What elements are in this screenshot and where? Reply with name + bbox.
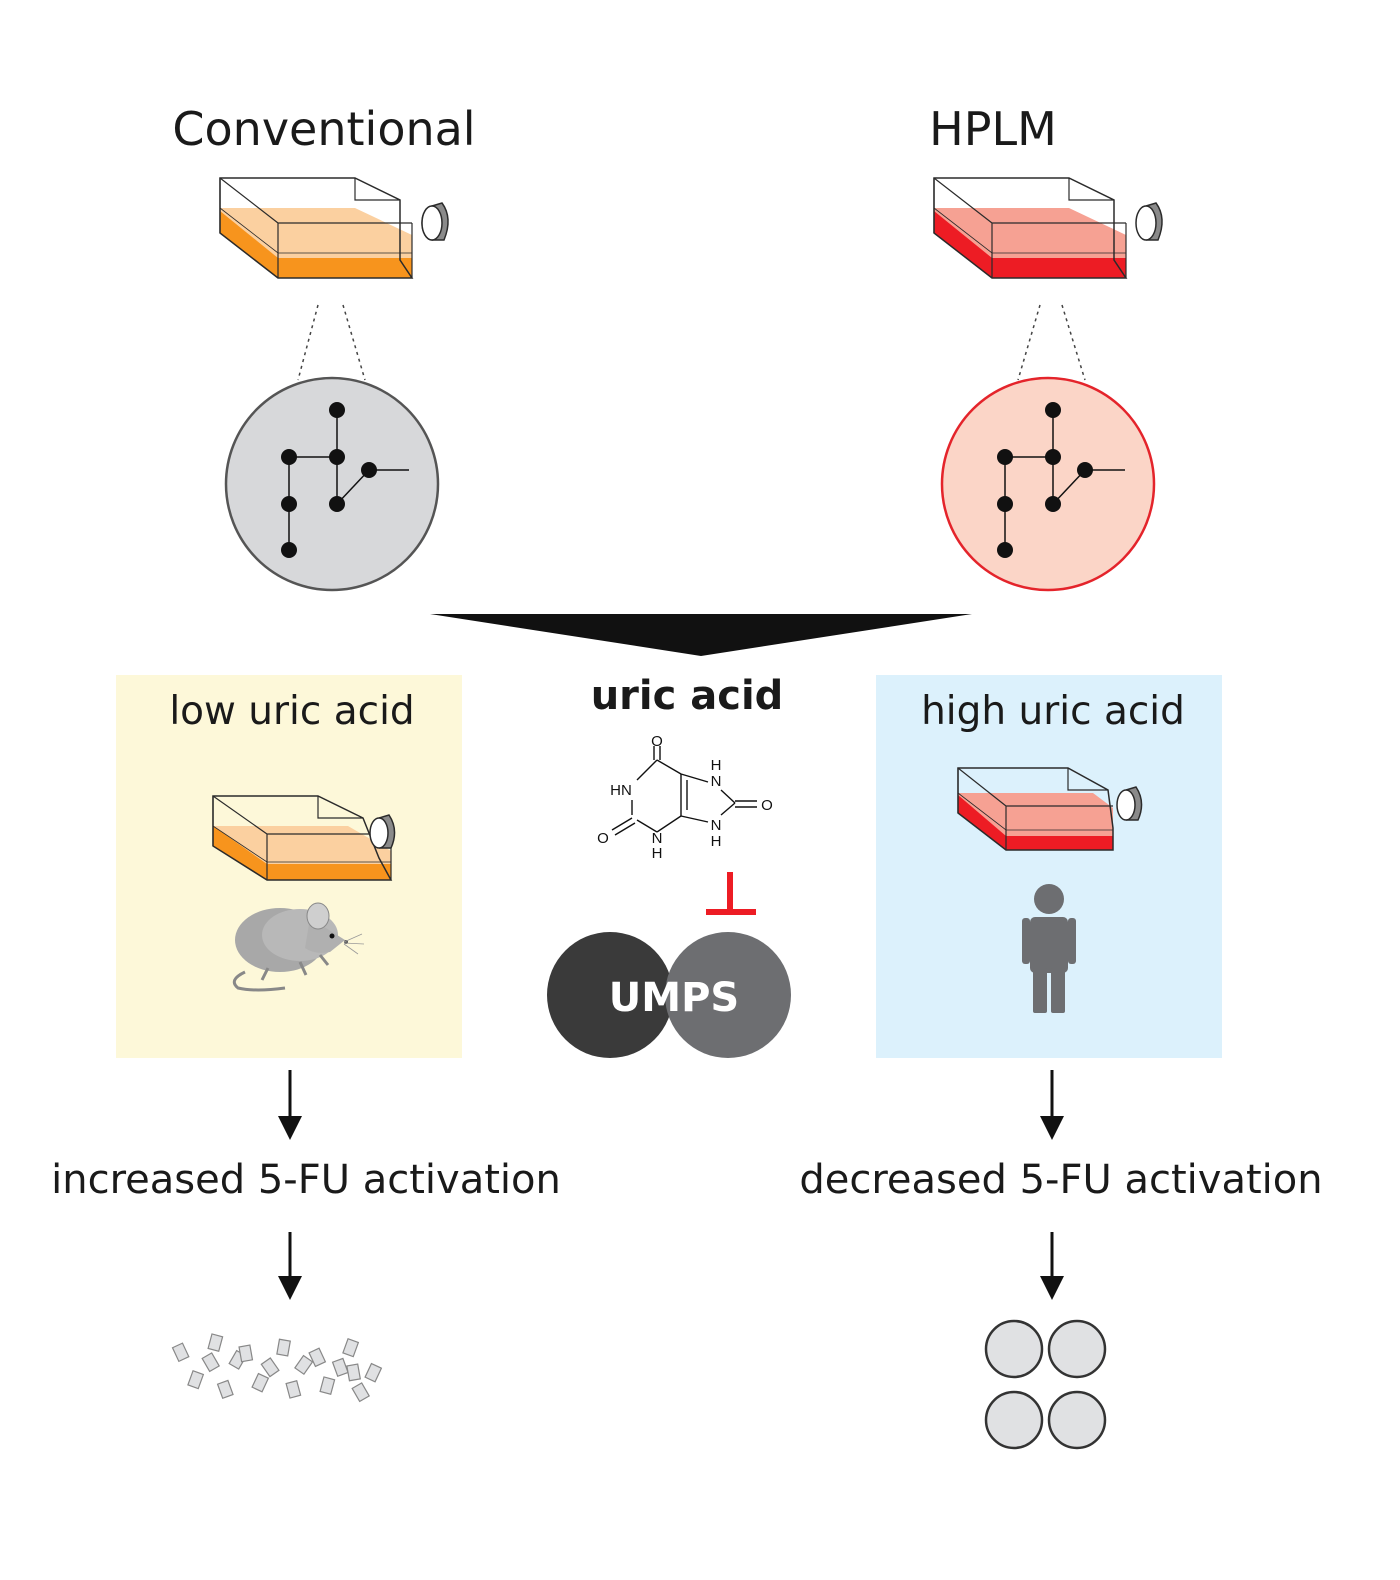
right-outcome: decreased 5-FU activation <box>799 1157 1322 1203</box>
dead-cells-icon <box>171 1333 383 1403</box>
atom-hn: HN <box>610 782 632 799</box>
left-zoom-lines <box>297 304 366 381</box>
low-uric-acid-label: low uric acid <box>169 689 414 734</box>
high-uric-acid-box <box>876 675 1222 1058</box>
right-title: HPLM <box>929 102 1057 156</box>
live-cells-icon <box>984 1319 1107 1450</box>
left-outcome: increased 5-FU activation <box>51 1157 561 1203</box>
high-uric-acid-flask-icon <box>957 767 1143 851</box>
left-arrows <box>278 1070 302 1300</box>
atom-n-top: N <box>711 773 722 790</box>
uric-acid-title: uric acid <box>591 673 784 719</box>
human-icon <box>1022 884 1076 1013</box>
hplm-flask-icon <box>933 177 1163 279</box>
atom-h-bottom: H <box>652 845 663 862</box>
umps-label: UMPS <box>609 975 739 1021</box>
atom-o-left: O <box>597 830 609 847</box>
inhibition-icon <box>706 872 756 915</box>
atom-h-right-bottom: H <box>711 833 722 850</box>
left-title: Conventional <box>172 102 475 156</box>
atom-o-right: O <box>761 797 773 814</box>
mouse-icon <box>232 902 365 992</box>
atom-h-top: H <box>711 757 722 774</box>
conventional-network-icon <box>224 376 440 592</box>
hplm-network-icon <box>940 376 1156 592</box>
high-uric-acid-label: high uric acid <box>921 689 1185 734</box>
right-zoom-lines <box>1017 304 1086 381</box>
atom-o-top: O <box>651 733 663 750</box>
low-uric-acid-flask-icon <box>212 795 396 881</box>
atom-n-bottom: N <box>652 830 663 847</box>
umps-enzyme-icon: UMPS <box>547 932 791 1058</box>
atom-n-right-bottom: N <box>711 817 722 834</box>
uric-acid-structure: O HN O N H H N O N H <box>597 733 773 862</box>
conventional-flask-icon <box>219 177 449 279</box>
right-arrows <box>1040 1070 1064 1300</box>
comparison-funnel <box>430 614 972 656</box>
